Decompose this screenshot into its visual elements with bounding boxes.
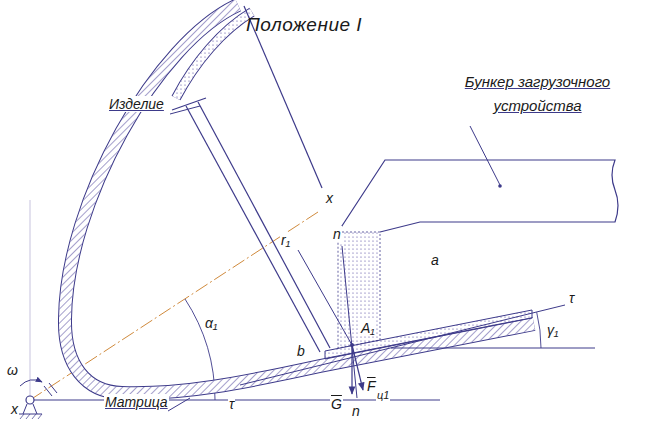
product-strip [325, 310, 532, 359]
angle-label: α₁ [204, 315, 218, 331]
shaft-mark [44, 386, 52, 396]
point-dot [350, 343, 354, 347]
angle-label: ω [6, 362, 19, 378]
force-label: G [330, 396, 343, 412]
normal-line [342, 246, 357, 398]
product-ground [176, 12, 252, 98]
angle-label: γ₁ [546, 322, 559, 338]
force-arrow [352, 345, 363, 390]
leader-line [168, 398, 190, 411]
point-label: A₁ [360, 320, 376, 336]
product-wall [186, 106, 320, 352]
leader-line [470, 126, 500, 185]
bunker-outline [338, 160, 618, 232]
title: Положение I [246, 14, 362, 36]
pivot-support [18, 404, 42, 414]
pivot-circle [26, 396, 34, 404]
vertical-axis [30, 200, 31, 396]
point-label: b [296, 343, 306, 359]
angle-arc [537, 312, 541, 348]
axis-name: x [325, 190, 334, 206]
force-label: ц1 [376, 389, 390, 402]
axis-name: n [332, 226, 342, 242]
axis-name: τ [228, 396, 235, 412]
part-name: Матрица [104, 394, 169, 410]
product-dots [176, 12, 252, 98]
rotation-arrow [20, 380, 42, 386]
part-name: Бункер загрузочного устройства [455, 70, 620, 118]
tangent-line [240, 305, 565, 385]
gravity-arrow [351, 345, 352, 394]
symbol-label: r₁ [280, 232, 291, 248]
axis-name: τ [568, 290, 575, 306]
product-wall [198, 102, 330, 348]
product-outline [176, 12, 252, 98]
axis-name: n [351, 403, 361, 419]
leader-line [170, 106, 200, 114]
axis-name: x [10, 401, 19, 417]
ground-hatch [20, 414, 42, 419]
part-name: Изделие [108, 96, 165, 112]
reference-line [391, 348, 595, 349]
leader-dot [498, 184, 502, 188]
point-label: a [430, 252, 440, 268]
shaft-mark [49, 383, 57, 393]
force-label: F [366, 378, 377, 394]
